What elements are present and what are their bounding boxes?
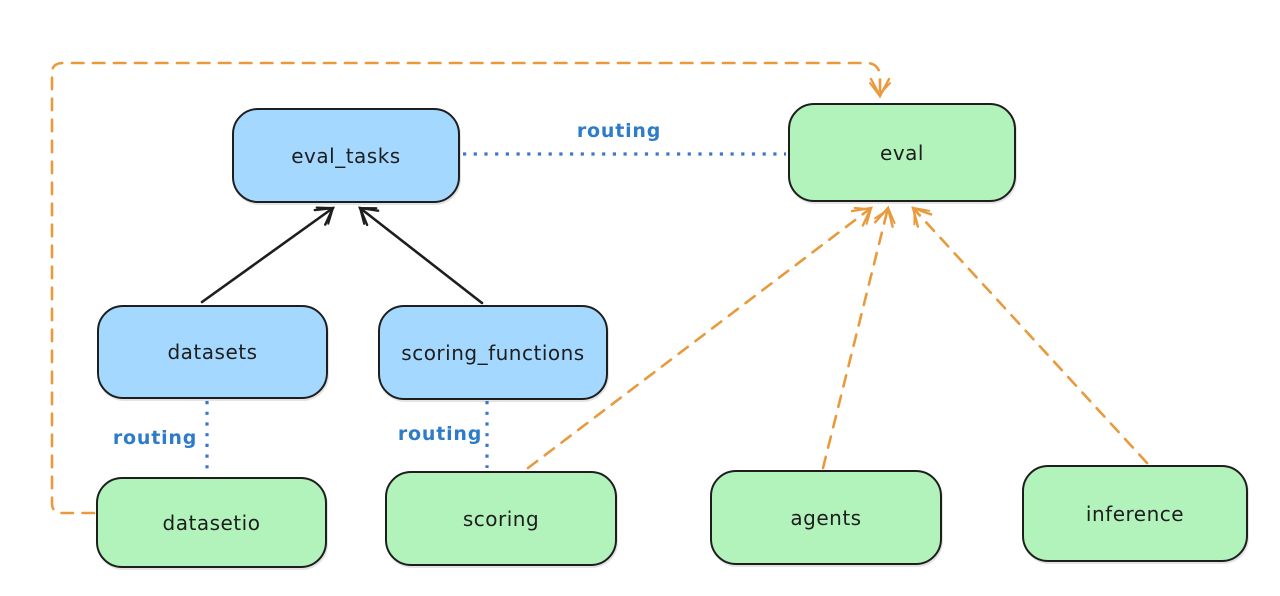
node-scoring: scoring — [385, 471, 617, 566]
node-datasets: datasets — [97, 305, 328, 399]
edge-datasets-to-eval-tasks — [200, 206, 335, 304]
node-scoring-functions: scoring_functions — [378, 305, 608, 400]
node-scoring-label: scoring — [462, 506, 540, 531]
routing-label-scoring-functions-scoring: routing — [397, 423, 483, 445]
node-agents: agents — [710, 470, 942, 565]
routing-label-datasets-datasetio: routing — [112, 427, 198, 449]
edge-agents-to-eval — [821, 205, 896, 470]
node-datasetio-label: datasetio — [162, 510, 261, 535]
edge-scoring-to-eval — [526, 206, 874, 470]
routing-label-eval-tasks-eval: routing — [576, 120, 662, 142]
node-eval-tasks: eval_tasks — [232, 108, 460, 203]
node-scoring-functions-label: scoring_functions — [401, 340, 585, 365]
node-eval: eval — [788, 103, 1016, 202]
node-datasetio: datasetio — [96, 477, 327, 568]
edge-scoring-functions-to-eval-tasks — [358, 206, 484, 305]
node-agents-label: agents — [790, 505, 862, 530]
node-eval-tasks-label: eval_tasks — [291, 143, 401, 168]
node-inference-label: inference — [1085, 501, 1185, 526]
edge-inference-to-eval — [911, 206, 1149, 465]
node-eval-label: eval — [880, 140, 924, 165]
edge-datasetio-to-eval — [50, 61, 891, 515]
node-datasets-label: datasets — [167, 340, 258, 364]
node-inference: inference — [1022, 465, 1248, 562]
